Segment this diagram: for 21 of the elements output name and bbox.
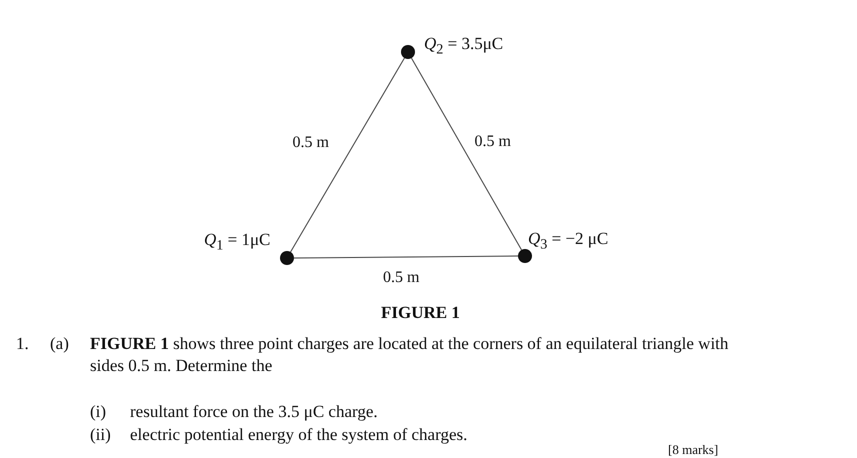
charge-label: Q$_{3}$ = −2 μC: [528, 228, 608, 254]
triangle-side: [294, 256, 518, 258]
charge-dot: [518, 249, 532, 263]
question-text: resultant force on the 3.5 μC charge.: [130, 401, 378, 423]
question-text: 1.: [16, 333, 29, 355]
charge-label: Q$_{1}$ = 1μC: [204, 229, 270, 255]
charge-dot: [280, 251, 294, 265]
question-text: electric potential energy of the system of charges.: [130, 424, 468, 446]
edge-label: 0.5 m: [474, 132, 511, 152]
question-text: (i): [90, 401, 106, 423]
question-text: [8 marks]: [668, 442, 718, 458]
charge-dot: [401, 45, 415, 59]
question-text: (a): [50, 333, 69, 355]
triangle-side: [290, 58, 405, 252]
edge-label: 0.5 m: [292, 133, 329, 153]
triangle-side: [410, 58, 522, 250]
edge-label: 0.5 m: [383, 268, 420, 288]
figure-caption: FIGURE 1: [381, 302, 460, 324]
question-text: FIGURE 1 shows three point charges are located at the corners of an equilateral triangle with sides 0.5 m. Determine the: [90, 333, 730, 378]
charge-label: Q$_{2}$ = 3.5μC: [424, 33, 504, 59]
question-text: (ii): [90, 424, 111, 446]
